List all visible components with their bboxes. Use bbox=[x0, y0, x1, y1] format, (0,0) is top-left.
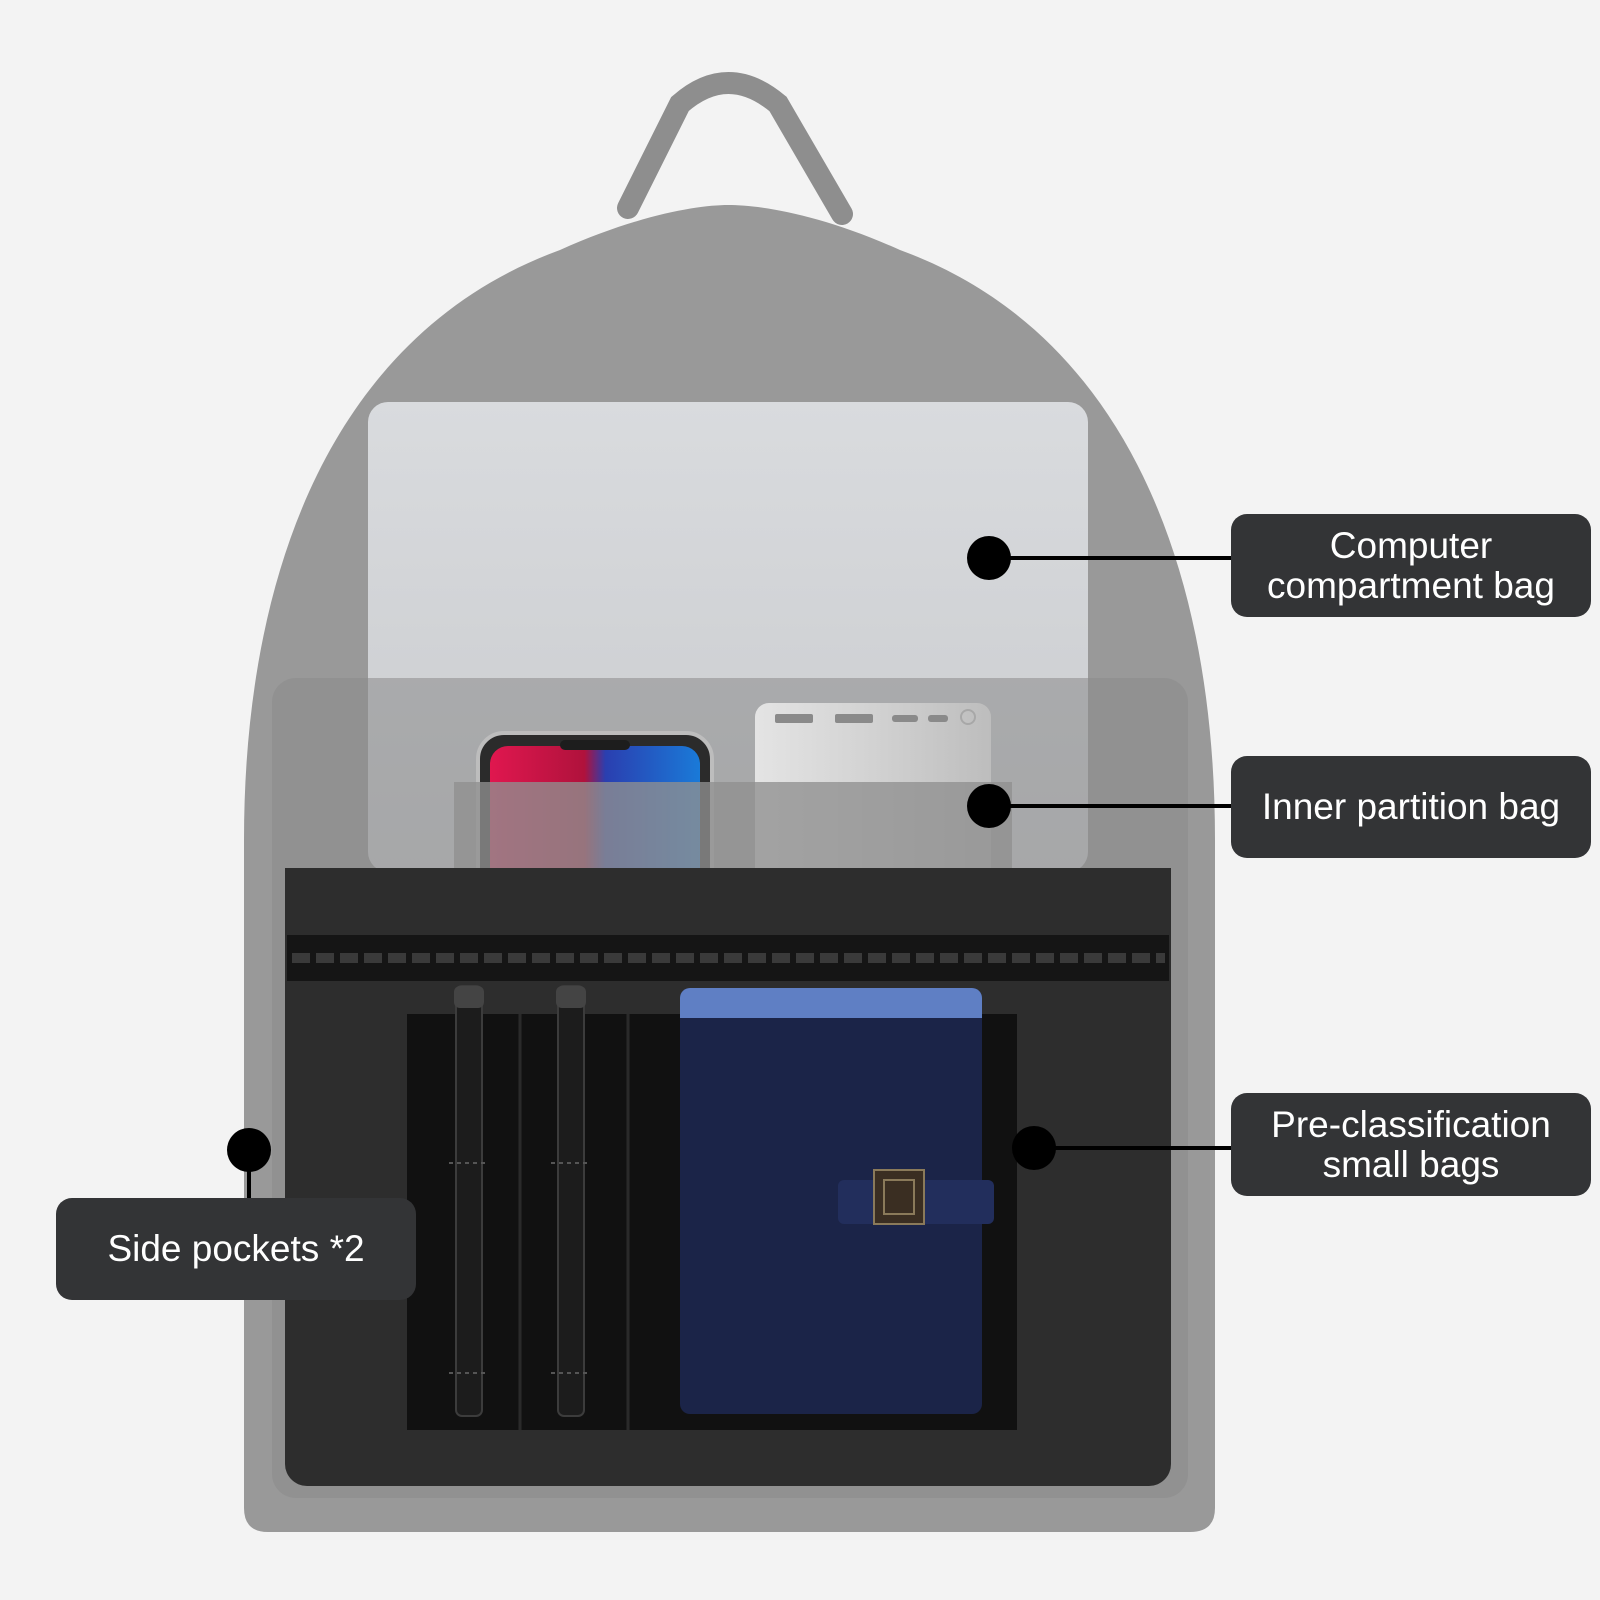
callout-text: Computer bbox=[1329, 524, 1493, 566]
callout-text: compartment bag bbox=[1267, 564, 1555, 606]
callout-text: Side pockets *2 bbox=[107, 1228, 365, 1269]
notebook-icon bbox=[680, 988, 994, 1414]
pen-icon bbox=[551, 985, 591, 1417]
callout-computer-compartment: Computer compartment bag bbox=[1231, 514, 1591, 617]
callout-pre-classification: Pre-classification small bags bbox=[1231, 1093, 1591, 1196]
callout-text: small bags bbox=[1322, 1143, 1500, 1185]
marker-pre-classification bbox=[1012, 1126, 1232, 1170]
pen-icon bbox=[449, 985, 489, 1417]
marker-side-pockets bbox=[227, 1128, 271, 1200]
callout-text: Pre-classification bbox=[1271, 1103, 1551, 1145]
callout-inner-partition: Inner partition bag bbox=[1231, 756, 1591, 858]
backpack-handle bbox=[617, 72, 853, 225]
marker-inner-partition bbox=[967, 784, 1232, 828]
callout-text: Inner partition bag bbox=[1261, 786, 1561, 827]
marker-computer-compartment bbox=[967, 536, 1232, 580]
callout-side-pockets: Side pockets *2 bbox=[56, 1198, 416, 1300]
